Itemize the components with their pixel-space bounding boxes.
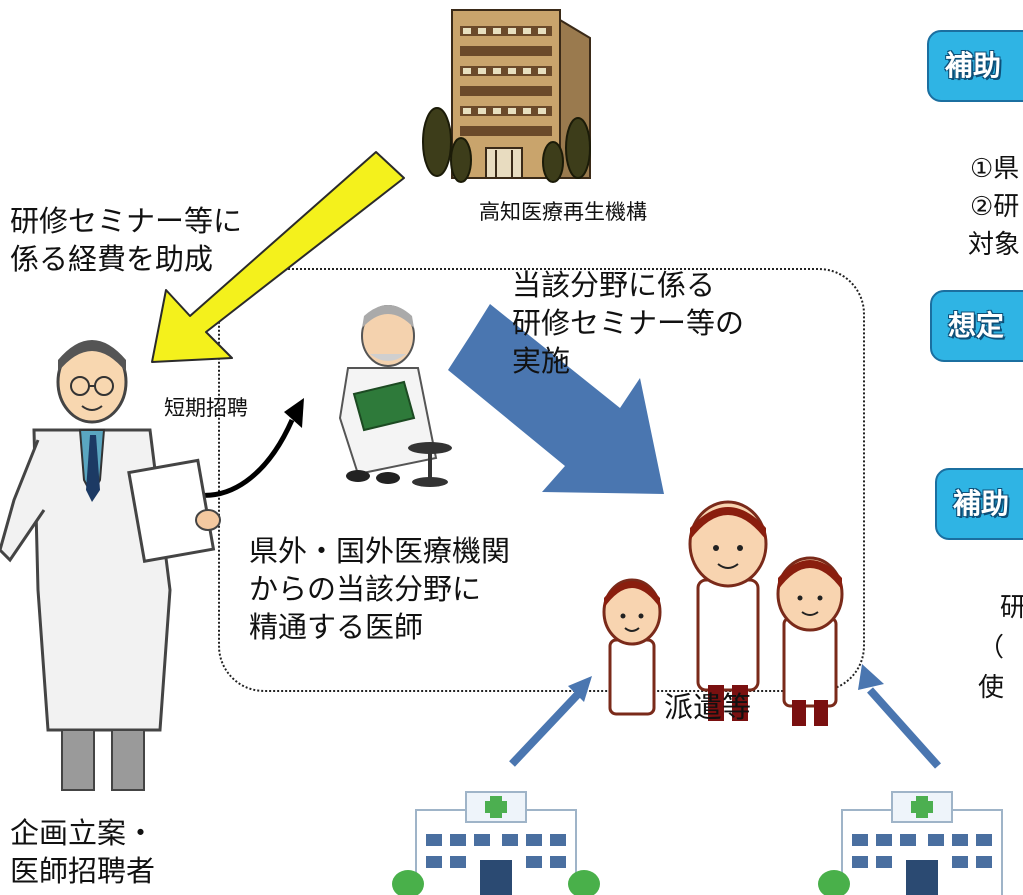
dispatch-arrow-right — [858, 664, 941, 769]
subsidy-target-header-text: 補助 — [953, 487, 1010, 520]
subsidy-target-line: 使 — [978, 673, 1005, 703]
specialist-caption-line: 精通する医師 — [249, 610, 424, 644]
subsidy-target-line: （ — [978, 633, 1005, 663]
assumption-header-tab: 想定 — [930, 290, 1023, 362]
subsidy-lines: ①県 ②研 対象 — [968, 150, 1021, 264]
short-invite-label: 短期招聘 — [164, 396, 248, 420]
planner-caption-line: 企画立案・ — [10, 816, 156, 850]
subsidy-target-header-tab: 補助 — [935, 468, 1023, 540]
subsidy-line: ②研 — [970, 192, 1020, 222]
young-doctor-left — [602, 578, 662, 716]
subsidy-line: 対象 — [968, 230, 1021, 260]
subsidy-header-tab: 補助 — [927, 30, 1023, 102]
planner-caption: 企画立案・ 医師招聘者 — [10, 814, 155, 890]
organization-label: 高知医療再生機構 — [479, 200, 647, 224]
specialist-caption-line: からの当該分野に — [249, 572, 482, 606]
subsidy-line: ①県 — [970, 154, 1020, 184]
grant-caption: 研修セミナー等に 係る経費を助成 — [10, 202, 242, 278]
invited-doctor-figure — [338, 305, 452, 487]
subsidy-target-lines: 研 （ 使 — [978, 588, 1023, 708]
seminar-caption: 当該分野に係る 研修セミナー等の 実施 — [512, 266, 744, 380]
seminar-caption-line: 当該分野に係る — [512, 268, 716, 302]
subsidy-target-line: 研 — [1000, 593, 1023, 623]
hospital-icon-left — [392, 791, 600, 895]
seminar-caption-line: 研修セミナー等の — [512, 306, 745, 340]
young-doctor-right — [776, 556, 844, 726]
planner-doctor-figure — [0, 340, 221, 791]
subsidy-header-text: 補助 — [945, 49, 1002, 82]
young-doctors-group — [602, 500, 844, 726]
specialist-caption: 県外・国外医療機関 からの当該分野に 精通する医師 — [249, 532, 510, 646]
dispatch-label: 派遣等 — [664, 690, 752, 724]
grant-caption-line: 研修セミナー等に — [10, 204, 243, 238]
hospital-icon-right — [818, 791, 1003, 895]
young-doctor-center — [688, 500, 768, 721]
grant-caption-line: 係る経費を助成 — [10, 242, 214, 276]
specialist-caption-line: 県外・国外医療機関 — [249, 534, 511, 568]
planner-caption-line: 医師招聘者 — [10, 854, 156, 888]
assumption-header-text: 想定 — [948, 309, 1005, 342]
seminar-caption-line: 実施 — [512, 344, 571, 378]
